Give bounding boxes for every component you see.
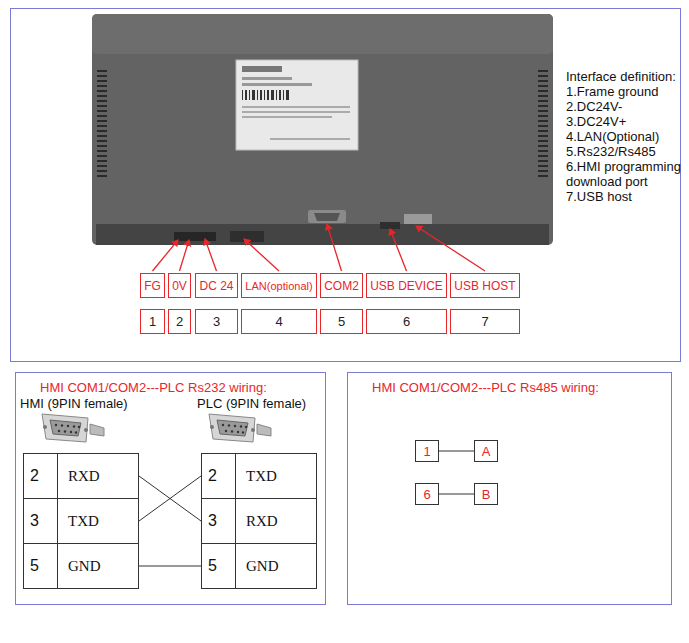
pin-number: 5 xyxy=(202,544,236,588)
hmi-back-photo xyxy=(92,14,553,245)
pin-box: A xyxy=(474,440,498,462)
db9-port xyxy=(308,210,346,223)
interface-item: Interface definition: xyxy=(566,69,684,84)
pin-number: 2 xyxy=(24,454,58,498)
pointer-arrow xyxy=(390,229,407,271)
signal-name: GND xyxy=(58,544,101,588)
callout-box: 7 xyxy=(450,309,520,334)
pointer-arrows xyxy=(153,224,486,271)
interface-item: 2.DC24V- xyxy=(566,99,684,114)
port-name: FG xyxy=(144,279,161,293)
power-terminal xyxy=(174,232,216,241)
signal-name: TXD xyxy=(236,454,277,498)
product-sticker xyxy=(236,60,358,150)
callout-box: 6 xyxy=(366,309,447,334)
port-label: 0V xyxy=(168,273,191,298)
pin-row: 3RXD xyxy=(201,498,317,544)
callout-number: 6 xyxy=(403,314,410,329)
pin-text: A xyxy=(482,444,491,459)
interface-item: 3.DC24V+ xyxy=(566,114,684,129)
pointer-arrow xyxy=(327,224,342,271)
callout-number: 7 xyxy=(481,314,488,329)
callout-number: 4 xyxy=(275,314,282,329)
pin-row: 5GND xyxy=(201,543,317,589)
pointer-arrow xyxy=(153,240,179,271)
interface-item: 1.Frame ground xyxy=(566,84,684,99)
pin-box: 1 xyxy=(415,440,439,462)
callout-number: 2 xyxy=(176,314,183,329)
wire xyxy=(439,451,474,452)
interface-list: Interface definition:1.Frame ground2.DC2… xyxy=(566,69,684,204)
port-name: 0V xyxy=(172,279,187,293)
callout-box: 1 xyxy=(140,309,165,334)
db9-connector-icon xyxy=(42,414,104,442)
wiring-panel: HMI COM1/COM2---PLC Rs485 wiring: 1 A 6 B xyxy=(347,372,672,605)
port-name: LAN(optional) xyxy=(245,280,312,292)
pin-text: 1 xyxy=(423,444,430,459)
wire xyxy=(139,476,201,521)
signal-name: RXD xyxy=(58,454,100,498)
pin-box: 6 xyxy=(415,483,439,505)
pin-text: B xyxy=(482,487,491,502)
pin-row: 3TXD xyxy=(23,498,139,544)
pin-row: 2TXD xyxy=(201,453,317,499)
port-name: USB HOST xyxy=(454,279,515,293)
pointer-arrow xyxy=(205,239,217,271)
port-label: USB DEVICE xyxy=(366,273,447,298)
usb-device-port xyxy=(380,222,400,229)
callout-number: 3 xyxy=(213,314,220,329)
signal-name: GND xyxy=(236,544,279,588)
pin-text: 6 xyxy=(423,487,430,502)
interface-item: 7.USB host xyxy=(566,189,684,204)
panel-title: HMI COM1/COM2---PLC Rs485 wiring: xyxy=(372,380,671,395)
signal-name: RXD xyxy=(236,499,278,543)
lan-port xyxy=(230,231,264,242)
callout-box: 4 xyxy=(241,309,317,334)
interface-item: 5.Rs232/Rs485 xyxy=(566,144,684,159)
port-name: DC 24 xyxy=(199,279,233,293)
callout-number: 5 xyxy=(338,314,345,329)
pin-number: 5 xyxy=(24,544,58,588)
callout-number: 1 xyxy=(149,314,156,329)
wire xyxy=(139,476,201,521)
pin-number: 2 xyxy=(202,454,236,498)
pointer-arrow xyxy=(180,240,190,271)
port-name: COM2 xyxy=(324,279,359,293)
pin-box: B xyxy=(474,483,498,505)
usb-host-port xyxy=(404,214,432,224)
wire xyxy=(439,494,474,495)
callout-box: 3 xyxy=(195,309,238,334)
port-name: USB DEVICE xyxy=(370,279,443,293)
pin-number: 3 xyxy=(202,499,236,543)
connector-caption: PLC (9PIN female) xyxy=(197,396,306,411)
db9-connector-icon xyxy=(209,414,271,442)
pointer-arrow xyxy=(416,226,485,271)
port-label: USB HOST xyxy=(450,273,520,298)
pointer-arrow xyxy=(244,239,279,271)
panel-title: HMI COM1/COM2---PLC Rs232 wiring: xyxy=(40,380,325,395)
pin-number: 3 xyxy=(24,499,58,543)
interface-item: 6.HMI programming download port xyxy=(566,159,684,189)
callout-box: 2 xyxy=(168,309,191,334)
port-label: COM2 xyxy=(320,273,363,298)
pin-row: 2RXD xyxy=(23,453,139,499)
port-label: LAN(optional) xyxy=(241,273,317,298)
interface-item: 4.LAN(Optional) xyxy=(566,129,684,144)
port-label: DC 24 xyxy=(195,273,238,298)
port-label: FG xyxy=(140,273,165,298)
connector-caption: HMI (9PIN female) xyxy=(20,396,128,411)
wire xyxy=(139,566,201,567)
pin-row: 5GND xyxy=(23,543,139,589)
callout-box: 5 xyxy=(320,309,363,334)
signal-name: TXD xyxy=(58,499,99,543)
